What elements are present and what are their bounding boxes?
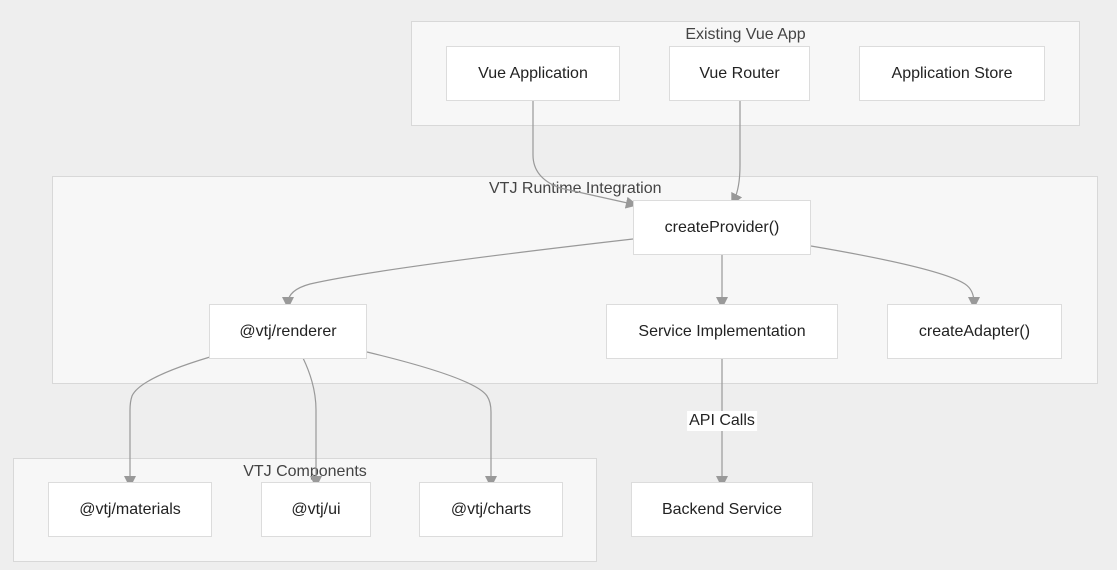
node-application-store[interactable]: Application Store xyxy=(859,46,1045,101)
node-create-provider[interactable]: createProvider() xyxy=(633,200,811,255)
node-service-implementation[interactable]: Service Implementation xyxy=(606,304,838,359)
node-vue-application[interactable]: Vue Application xyxy=(446,46,620,101)
edge-vue-router-to-create-provider xyxy=(731,101,743,206)
edge-vue-app-to-create-provider xyxy=(532,101,638,209)
edge-label-api-calls: API Calls xyxy=(687,411,757,431)
cluster-title: VTJ Runtime Integration xyxy=(489,180,662,197)
node-vtj-ui[interactable]: @vtj/ui xyxy=(261,482,371,537)
node-vue-router[interactable]: Vue Router xyxy=(669,46,810,101)
edge-renderer-to-charts xyxy=(366,351,497,488)
cluster-title: VTJ Components xyxy=(243,463,367,480)
node-vtj-charts[interactable]: @vtj/charts xyxy=(419,482,563,537)
cluster-title: Existing Vue App xyxy=(685,26,806,43)
edge-renderer-to-materials xyxy=(124,356,211,488)
node-backend-service[interactable]: Backend Service xyxy=(631,482,813,537)
node-create-adapter[interactable]: createAdapter() xyxy=(887,304,1062,359)
edge-renderer-to-ui xyxy=(302,357,322,488)
node-vtj-materials[interactable]: @vtj/materials xyxy=(48,482,212,537)
node-vtj-renderer[interactable]: @vtj/renderer xyxy=(209,304,367,359)
edge-create-provider-to-renderer xyxy=(282,238,634,309)
edge-create-provider-to-create-adapter xyxy=(810,245,980,309)
